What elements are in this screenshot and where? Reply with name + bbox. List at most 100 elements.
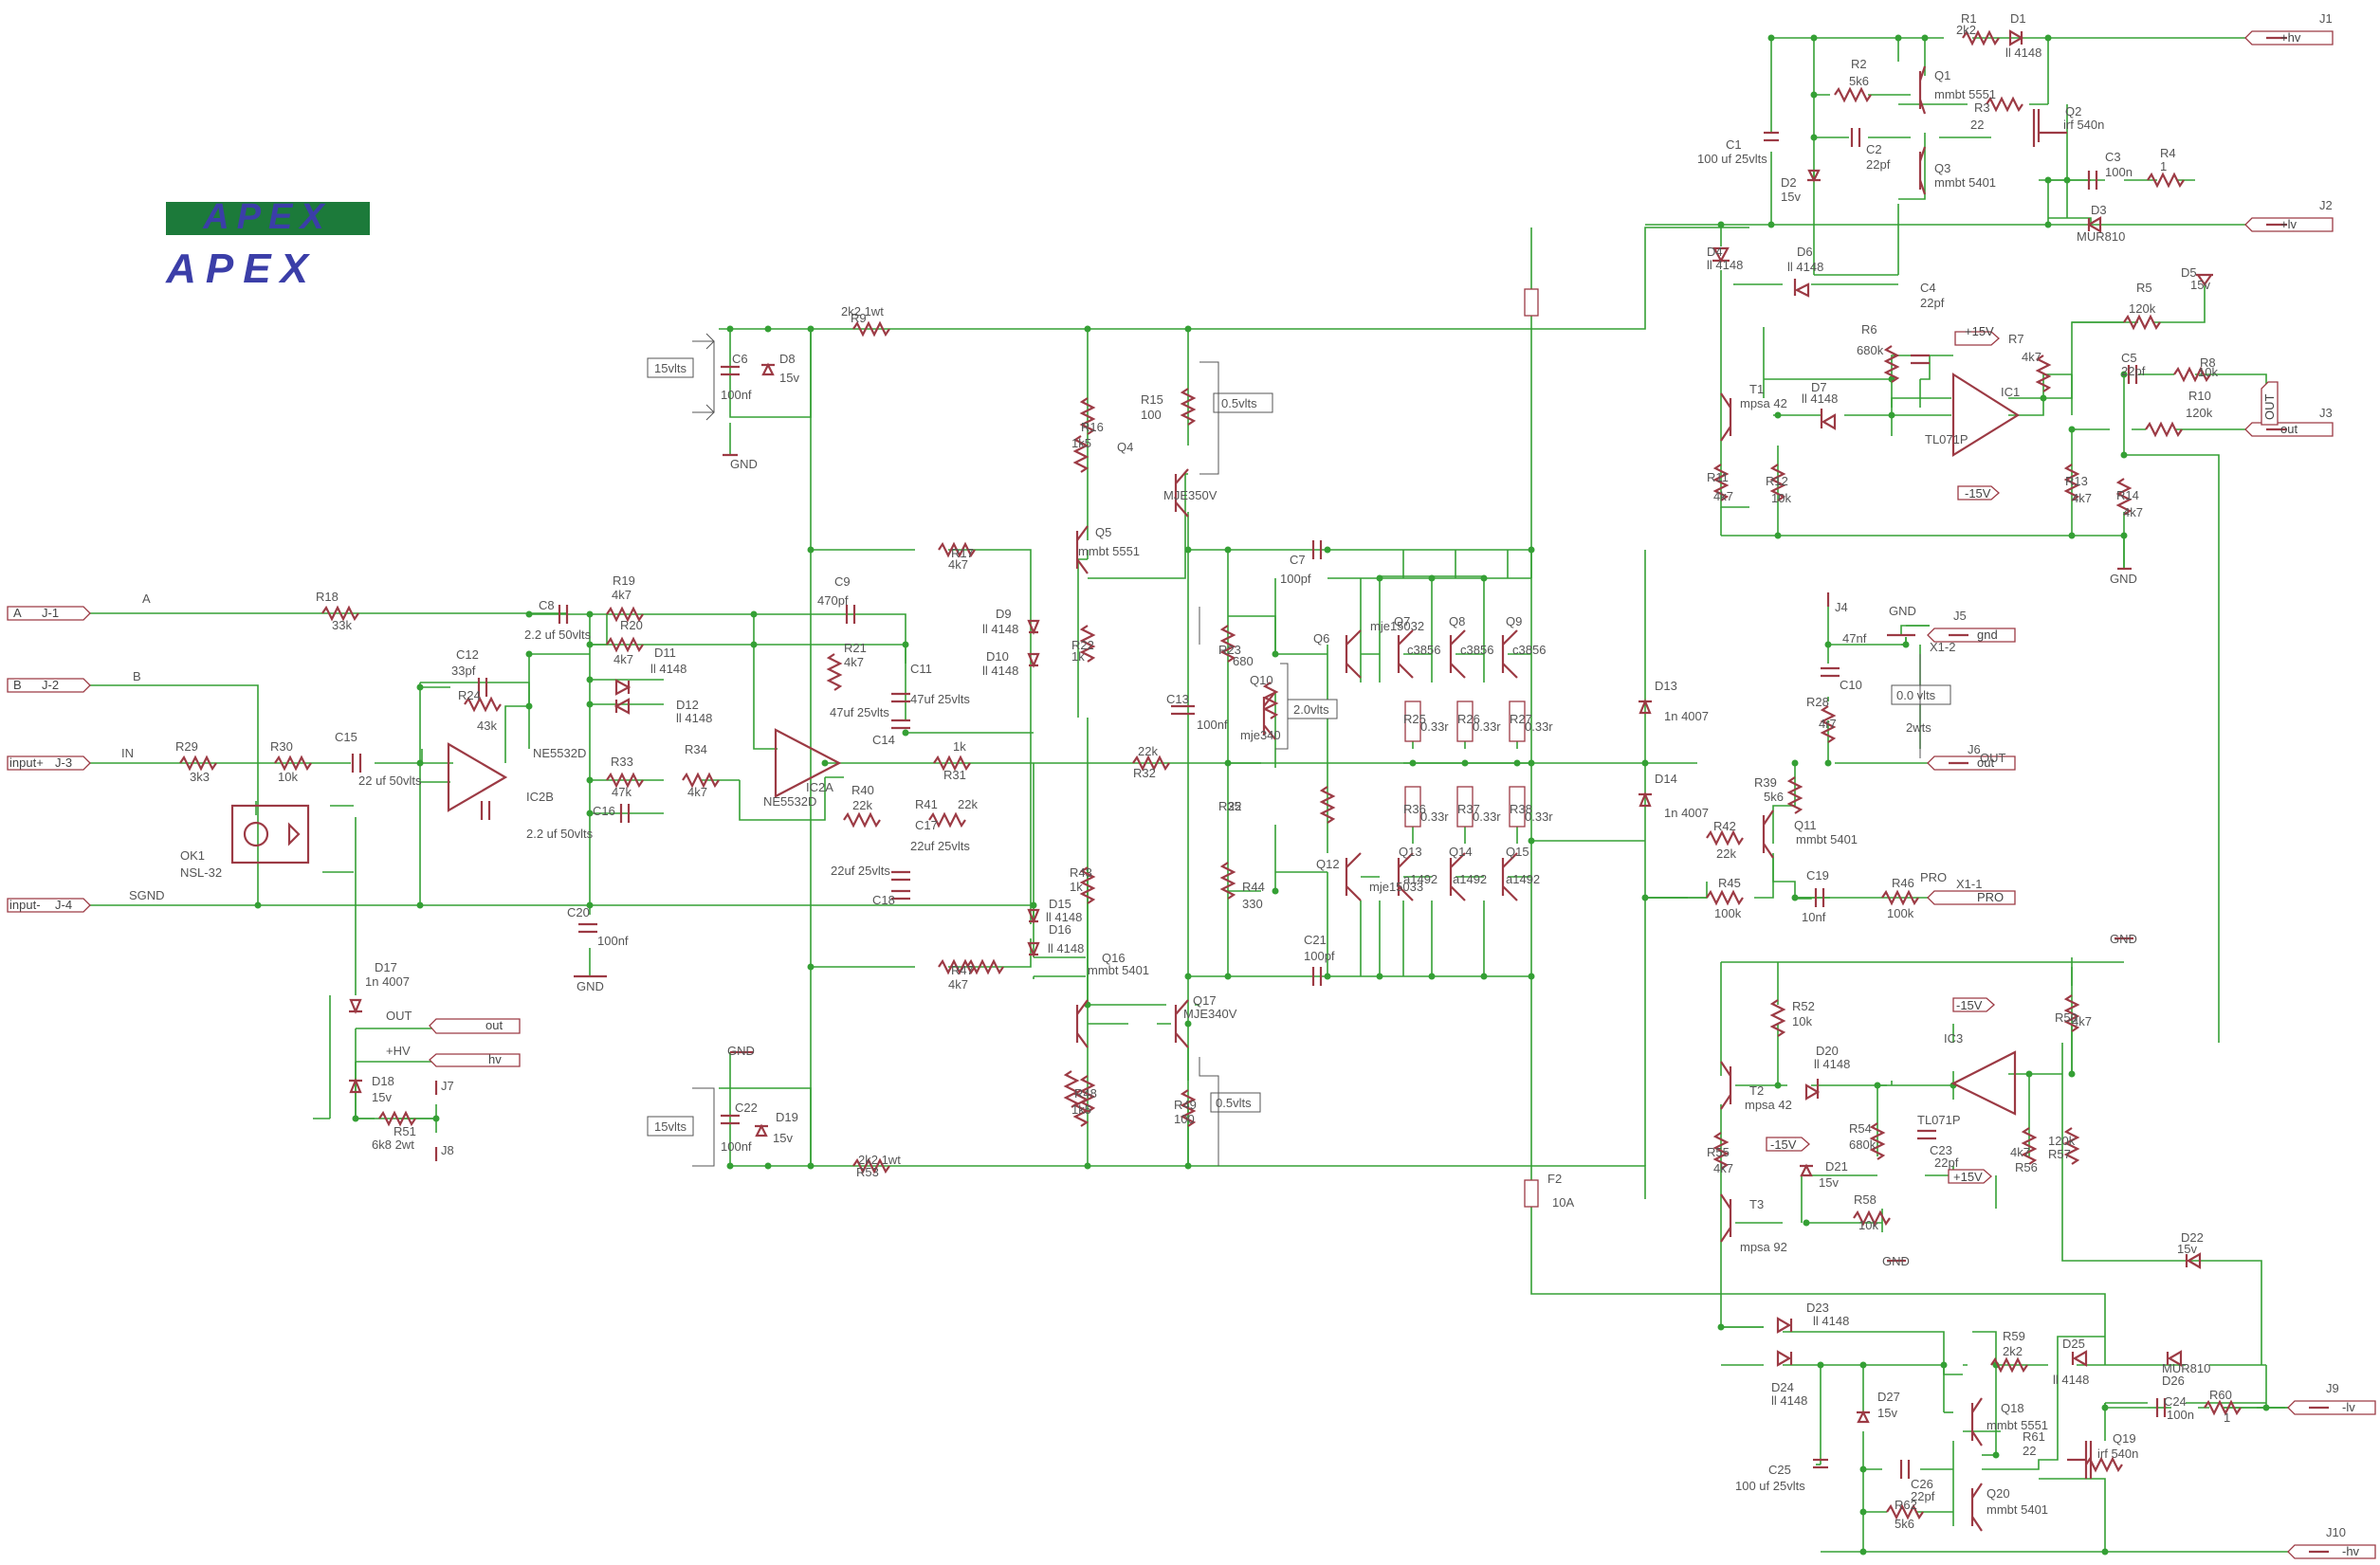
svg-text:2wts: 2wts — [1906, 720, 1931, 735]
part-value-c12: 33pf — [451, 664, 476, 678]
svg-text:J10: J10 — [2326, 1525, 2346, 1539]
part-value-d12: ll 4148 — [676, 711, 712, 725]
part-ref-r8: R8 — [2200, 355, 2216, 370]
part-value-q14: a1492 — [1453, 872, 1487, 886]
part-value-c17: 22uf 25vlts — [910, 839, 970, 853]
part-ref-j7: J7 — [441, 1079, 454, 1093]
part-ref-d24: D24 — [1771, 1380, 1794, 1394]
part-ref-r48: R48 — [1074, 1086, 1097, 1101]
part-ref-c18: C18 — [872, 893, 895, 907]
part-value-d14: 1n 4007 — [1664, 806, 1709, 820]
svg-text:hv: hv — [488, 1052, 502, 1066]
part-ref-d4: D4 — [1707, 245, 1723, 259]
part-ref-ic2b: IC2B — [526, 790, 554, 804]
part-value-r19: 4k7 — [612, 588, 632, 602]
svg-text:GND: GND — [727, 1044, 755, 1058]
part-ref-q18: Q18 — [2001, 1401, 2024, 1415]
part-ref-c2: C2 — [1866, 142, 1882, 156]
svg-text:out: out — [2280, 422, 2298, 436]
part-value-d10: ll 4148 — [982, 664, 1018, 678]
part-ref-d26: D26 — [2162, 1374, 2185, 1388]
part-value-c13: 100nf — [1197, 718, 1228, 732]
part-value-r23: 680 — [1233, 654, 1254, 668]
part-ref-d3: D3 — [2091, 203, 2107, 217]
part-ref-r34: R34 — [685, 742, 707, 756]
part-ref-d10: D10 — [986, 649, 1009, 664]
part-value-ic2a: NE5532D — [763, 794, 816, 809]
part-ref-c16: C16 — [593, 804, 615, 818]
part-ref-c5: C5 — [2121, 351, 2137, 365]
part-value-r25: 0.33r — [1420, 719, 1449, 734]
part-ref-t3: T3 — [1749, 1197, 1764, 1211]
svg-text:PRO: PRO — [1977, 890, 2004, 904]
part-ref-c17: C17 — [915, 818, 938, 832]
part-value-d11: ll 4148 — [650, 662, 687, 676]
part-value-r2: 5k6 — [1849, 74, 1869, 88]
part-value-q7: c3856 — [1407, 643, 1440, 657]
part-ref-q9: Q9 — [1506, 614, 1522, 628]
part-value-r20: 4k7 — [613, 652, 633, 666]
part-value-r31: 1k — [953, 739, 966, 754]
part-value-ic3: TL071P — [1917, 1113, 1961, 1127]
part-ref-c14: C14 — [872, 733, 895, 747]
part-value-f2: 10A — [1552, 1195, 1574, 1210]
part-value-r32: 22k — [1138, 744, 1158, 758]
part-ref-r55: R55 — [1707, 1145, 1730, 1159]
capacitors — [351, 128, 2167, 1479]
part-ref-r11: R11 — [1707, 470, 1729, 484]
part-ref-d19: D19 — [776, 1110, 798, 1124]
part-ref-d5: D5 — [2181, 265, 2197, 280]
part-value-r27: 0.33r — [1525, 719, 1553, 734]
net-labels: J1 +hv J2 +lv J3 out J5 gnd J6 out X1-1 … — [9, 11, 2360, 1558]
part-value-r12: 10k — [1771, 491, 1791, 505]
part-value-q11: mmbt 5401 — [1796, 832, 1858, 846]
wires — [90, 37, 2295, 1553]
part-ref-c8: C8 — [539, 598, 555, 612]
svg-text:J-1: J-1 — [42, 606, 59, 620]
part-value-c22: 100nf — [721, 1139, 752, 1154]
part-value-c18: 22uf 25vlts — [831, 864, 890, 878]
part-value-r48: 1k5 — [1071, 1102, 1091, 1117]
part-value-r56: 4k7 — [2010, 1145, 2030, 1159]
part-ref-q5: Q5 — [1095, 525, 1111, 539]
part-ref-r39: R39 — [1754, 775, 1777, 790]
part-value-r34: 4k7 — [687, 785, 707, 799]
part-ref-r25: R25 — [1403, 712, 1426, 726]
part-value-c8: 2.2 uf 50vlts — [524, 628, 592, 642]
part-value-r46: 100k — [1887, 906, 1914, 920]
part-value-q2: irf 540n — [2063, 118, 2104, 132]
part-value-d6: ll 4148 — [1787, 260, 1823, 274]
part-ref-d13: D13 — [1655, 679, 1677, 693]
part-ref-r36: R36 — [1403, 802, 1426, 816]
svg-text:GND: GND — [577, 979, 604, 993]
part-value-r42: 22k — [1716, 846, 1736, 861]
part-value-d2: 15v — [1781, 190, 1801, 204]
svg-text:+HV: +HV — [386, 1044, 411, 1058]
part-ref-d23: D23 — [1806, 1301, 1829, 1315]
svg-text:A: A — [142, 591, 151, 606]
svg-text:OUT: OUT — [386, 1009, 412, 1023]
part-ref-r4: R4 — [2160, 146, 2176, 160]
part-ref-q15: Q15 — [1506, 845, 1529, 859]
part-ref-r61: R61 — [2023, 1429, 2045, 1444]
part-value-r41: 22k — [958, 797, 978, 811]
part-ref-r3: R3 — [1974, 100, 1990, 115]
svg-text:15vlts: 15vlts — [654, 1119, 687, 1134]
part-value-t2: mpsa 42 — [1745, 1098, 1792, 1112]
part-value-q10: mje340 — [1240, 728, 1281, 742]
part-ref-c6: C6 — [732, 352, 748, 366]
part-ref-r42: R42 — [1713, 819, 1736, 833]
part-value-c21: 100pf — [1304, 949, 1335, 963]
svg-text:SGND: SGND — [129, 888, 165, 902]
part-value-t3: mpsa 92 — [1740, 1240, 1787, 1254]
part-ref-c25: C25 — [1768, 1463, 1791, 1477]
part-ref-r60: R60 — [2209, 1388, 2232, 1402]
part-ref-d21: D21 — [1825, 1159, 1848, 1174]
part-ref-c4: C4 — [1920, 281, 1936, 295]
part-ref-r16: R16 — [1081, 420, 1104, 434]
part-value-c14: 47uf 25vlts — [830, 705, 889, 719]
svg-text:-15V: -15V — [1956, 998, 1983, 1012]
part-value-q18: mmbt 5551 — [1986, 1418, 2048, 1432]
part-ref-d15: D15 — [1049, 897, 1071, 911]
